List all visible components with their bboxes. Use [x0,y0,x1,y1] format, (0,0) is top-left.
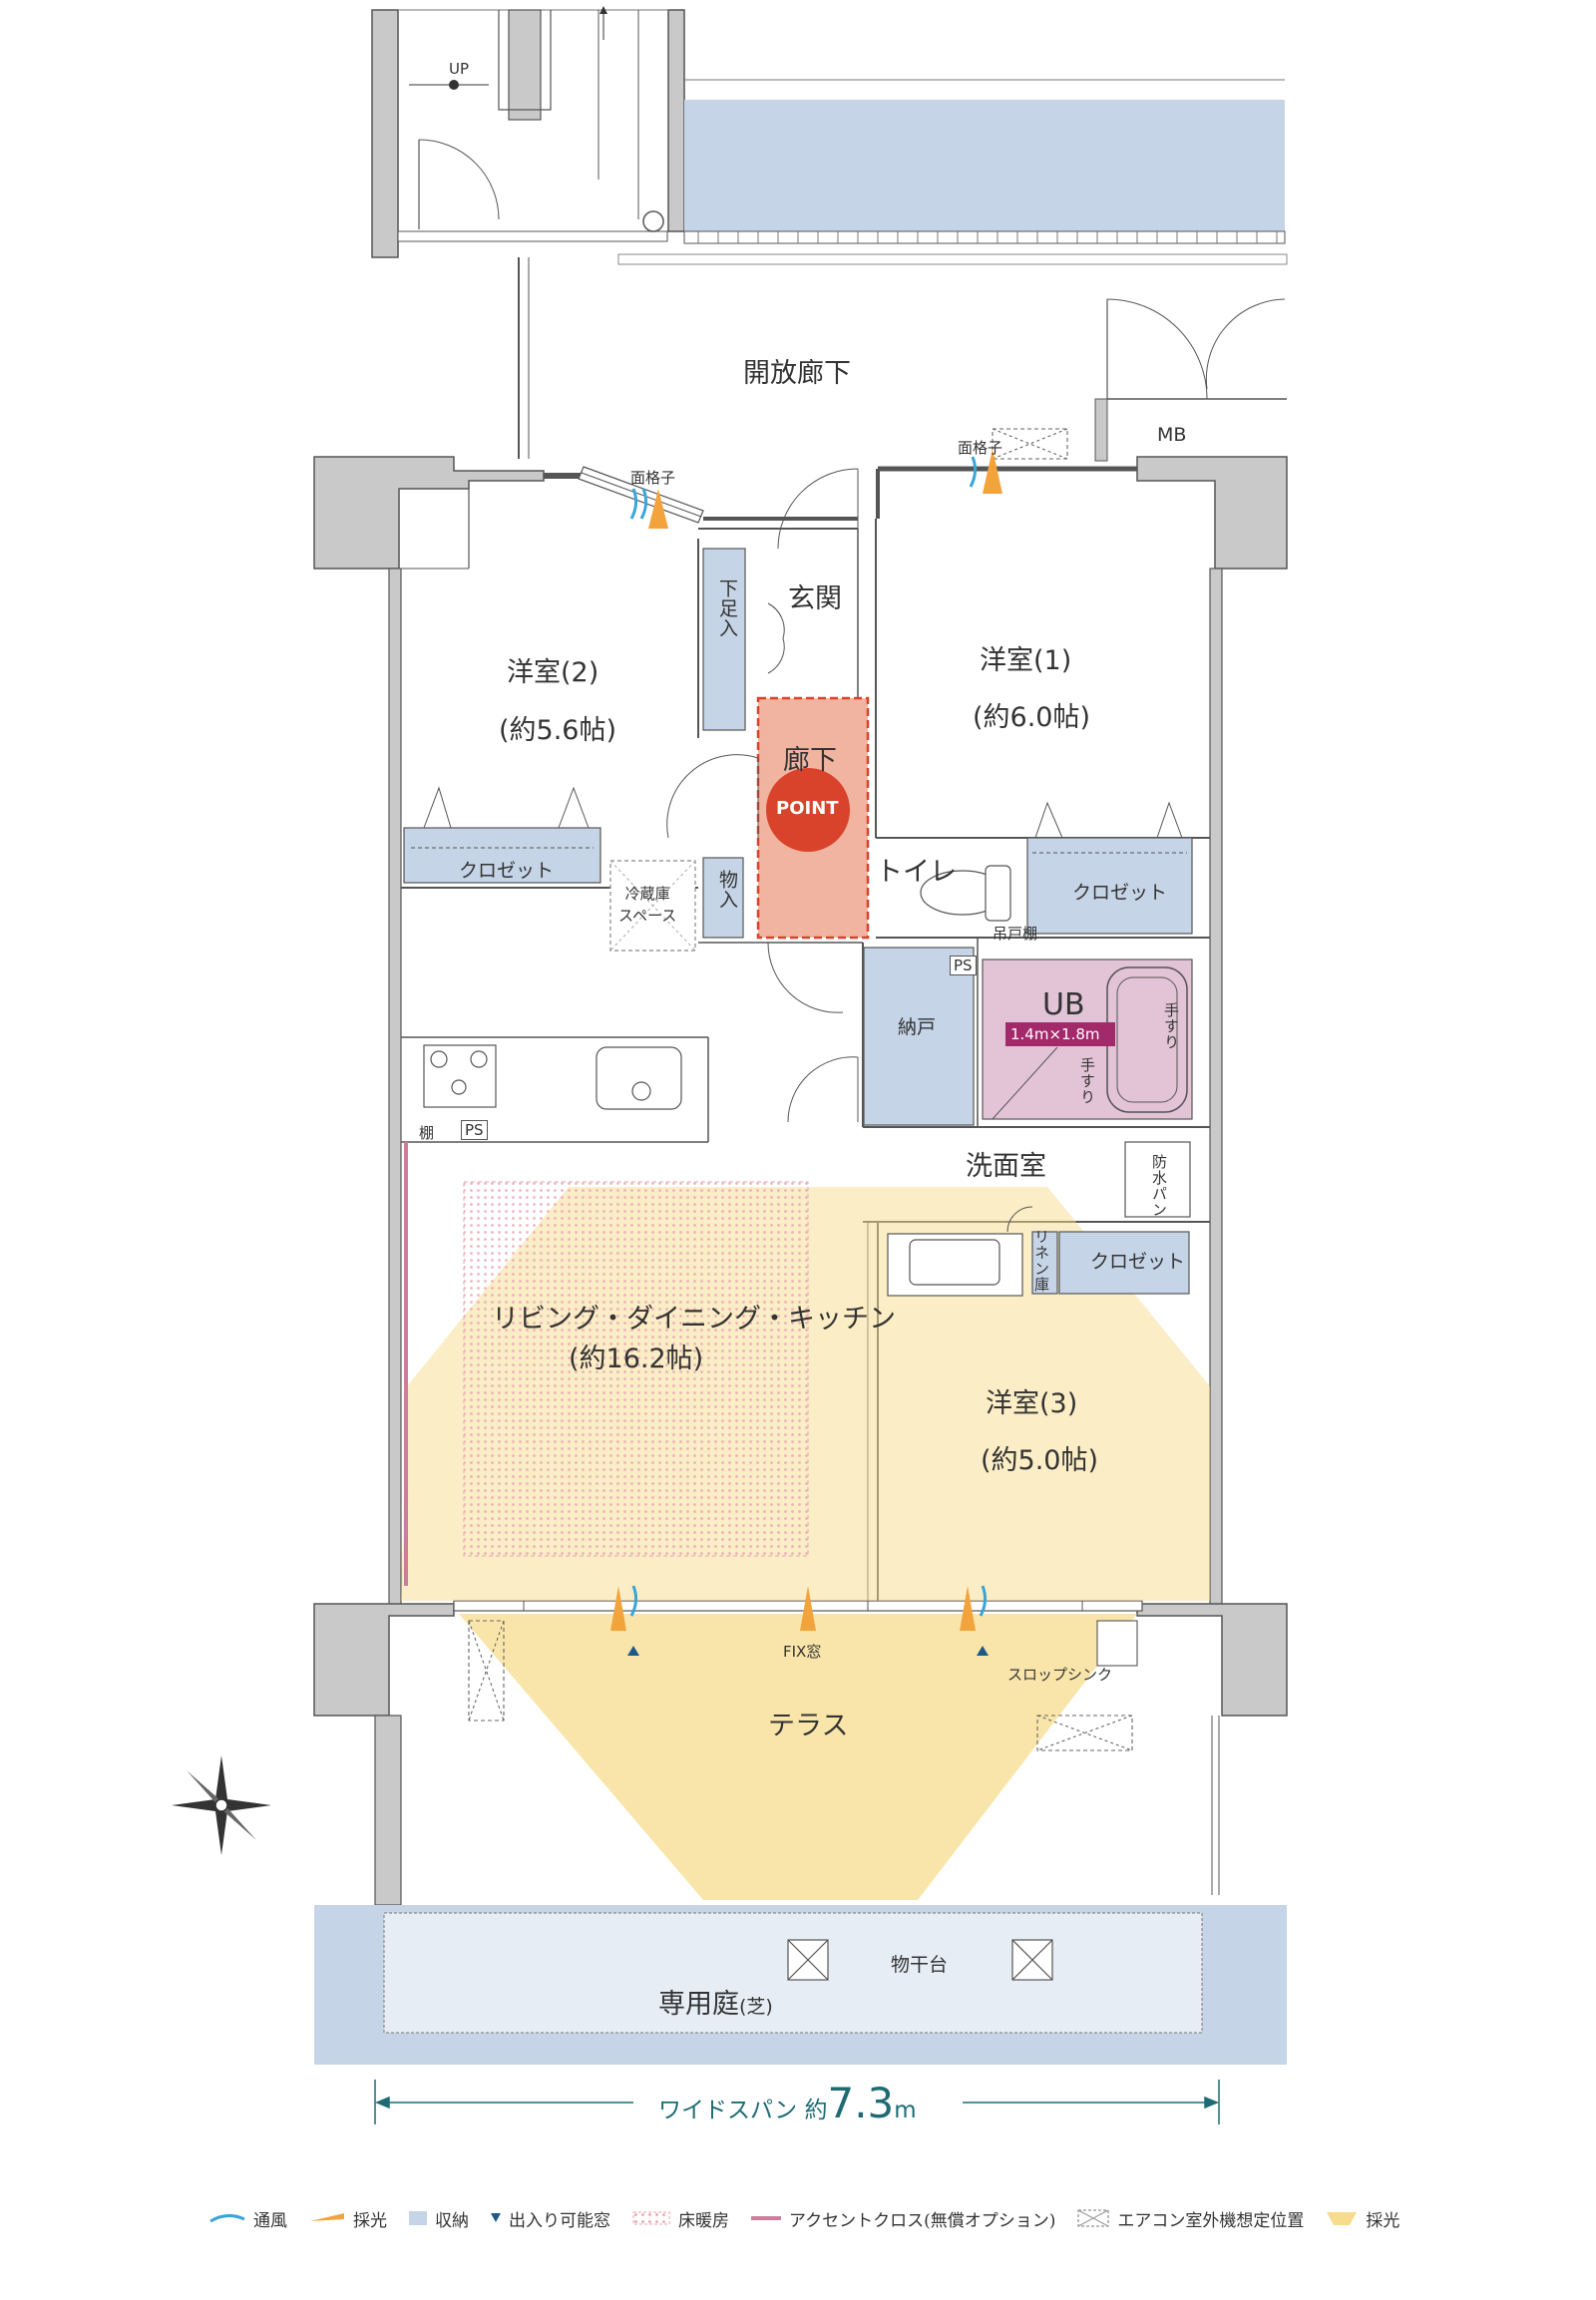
kitchen-fixtures [423,1044,682,1110]
legend-item-sunlight: 採光 [309,2206,387,2231]
aircon-box-icon [1077,2209,1109,2227]
toilet-label: トイレ [876,857,957,888]
shoe-storage-label: 下足入 [716,578,738,638]
legend-item-light-area: 採光 [1326,2206,1399,2231]
fix-window-label: FIX窓 [783,1643,822,1661]
sunlight-icon [310,2213,344,2221]
entrance-label: 玄関 [788,583,842,614]
legend: 通風 採光 収納 出入り可能窓 床暖房 アクセントクロス(無償オプション) エア… [209,2203,1421,2233]
terrace-light-cone [459,1614,1137,1900]
legend-item-aircon: エアコン室外機想定位置 [1077,2206,1304,2231]
western-room-2-name: 洋室(2) [507,657,599,688]
up-label: UP [449,60,470,78]
western-room-3-name: 洋室(3) [986,1388,1078,1419]
fridge-space-label: 冷蔵庫 スペース [618,885,677,925]
closet-label-2: クロゼット [459,860,555,882]
vanity [887,1141,1191,1297]
closet-label-3: クロゼット [1090,1251,1186,1273]
western-room-1-size: (約6.0帖) [973,702,1091,733]
closet-label-1: クロゼット [1072,882,1168,904]
hanging-shelf-label: 吊戸棚 [993,925,1038,943]
upper-structure [371,6,1288,462]
ps-label-1: PS [950,956,977,975]
ldk-name: リビング・ダイニング・キッチン [492,1304,896,1335]
terrace-label: テラス [768,1711,849,1741]
toilet-fixture [920,865,1011,922]
grille-label-left: 面格子 [630,469,676,487]
western-room-3-size: (約5.0帖) [981,1445,1099,1476]
western-room-1-name: 洋室(1) [980,645,1072,676]
drying-rack-label: 物干台 [891,1954,949,1976]
span-label: ワイドスパン 約7.3m [658,2079,917,2127]
washroom-label: 洗面室 [966,1151,1046,1182]
accent-line [751,2216,781,2220]
storage-swatch [409,2211,427,2225]
floor-heating-swatch [632,2211,670,2225]
terrace-elements [468,428,1138,1751]
ps-label-2: PS [461,1120,488,1140]
western-room-2-size: (約5.6帖) [499,715,617,746]
legend-item-accent-cross: アクセントクロス(無償オプション) [751,2206,1055,2231]
legend-item-wind: 通風 [209,2206,287,2231]
waterproof-pan-label: 防水パン [1150,1154,1168,1218]
light-area-icon [1327,2212,1358,2225]
legend-item-window: 出入り可能窓 [491,2206,610,2231]
storage-label: 物入 [716,870,738,910]
drying-rack-posts [787,1939,1053,1981]
wind-icon [209,2214,245,2223]
private-garden-label: 専用庭(芝) [658,1989,773,2020]
triangle-icon [491,2213,501,2222]
handrail-label-1: 手すり [1162,1002,1180,1050]
grille-label-right: 面格子 [958,439,1003,457]
linen-label: リネン庫 [1032,1229,1050,1293]
airflow-arrows [610,449,1002,1656]
point-label: POINT [776,798,839,819]
hall-label: 廊下 [783,745,837,776]
floor-heating-area [463,1181,809,1557]
span-dimension [374,2080,1220,2124]
shelf-label: 棚 [419,1124,435,1142]
point-badge [766,768,850,852]
slop-sink-label: スロップシンク [1007,1666,1113,1684]
storage-areas [403,548,1193,1295]
legend-item-floor-heating: 床暖房 [632,2206,729,2231]
ub-size-badge [1005,1022,1115,1046]
nando-label: 納戸 [898,1016,937,1038]
door-swings [666,468,1033,1233]
open-corridor-label: 開放廊下 [743,358,851,389]
handrail-label-2: 手すり [1078,1057,1096,1105]
ub-size-label: 1.4m×1.8m [1010,1025,1100,1043]
legend-item-storage: 収納 [409,2206,469,2231]
compass-rose [172,1755,271,1855]
mb-label: MB [1157,424,1187,446]
ub-label: UB [1042,987,1085,1022]
ldk-size: (約16.2帖) [569,1343,704,1374]
